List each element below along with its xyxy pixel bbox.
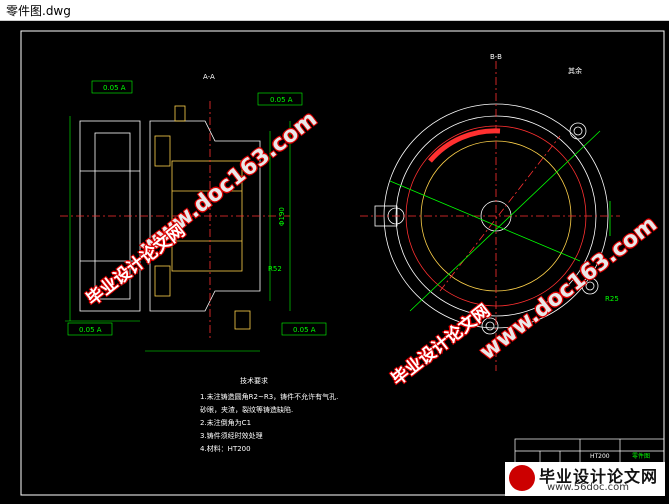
dim-radius-2: R25: [605, 295, 619, 303]
gdt-frame-2: 0.05 A: [270, 96, 293, 104]
requirements-heading: 技术要求: [240, 376, 268, 385]
title-block-material: HT200: [590, 453, 610, 460]
roughness-note: 其余: [568, 66, 582, 75]
gdt-frame-4: 0.05 A: [293, 326, 316, 334]
requirement-line-4: 3.铸件须经时效处理: [200, 431, 263, 440]
footer-logo: 毕业设计论文网 www.56doc.com: [505, 462, 665, 496]
dim-radius: R52: [268, 265, 282, 273]
section-view: [60, 101, 290, 341]
section-label: A-A: [203, 73, 215, 81]
footer-url: www.56doc.com: [547, 482, 630, 493]
requirement-line-5: 4.材料：HT200: [200, 444, 251, 453]
window-title: 零件图.dwg: [6, 4, 71, 18]
tech-requirements: 技术要求 1.未注铸造圆角R2~R3，铸件不允许有气孔. 砂眼，夹渣，裂纹等铸造…: [200, 376, 338, 453]
title-block-part: 零件图: [632, 452, 650, 460]
logo-badge-icon: [509, 465, 535, 491]
window-titlebar: 零件图.dwg: [0, 0, 669, 21]
drawing-frame: [20, 30, 665, 496]
drawing-canvas[interactable]: 0.05 A 0.05 A 0.05 A 0.05 A Φ190 R52 A-A: [0, 21, 669, 500]
gdt-frame-3: 0.05 A: [79, 326, 102, 334]
requirement-line-2: 砂眼，夹渣，裂纹等铸造缺陷.: [200, 405, 293, 414]
requirement-line-3: 2.未注倒角为C1: [200, 418, 251, 427]
circular-view: [360, 61, 620, 371]
section-dims: [65, 80, 327, 352]
cad-drawing: 0.05 A 0.05 A 0.05 A 0.05 A Φ190 R52 A-A: [20, 30, 665, 496]
gdt-frame-1: 0.05 A: [103, 84, 126, 92]
view-label: B-B: [490, 53, 502, 61]
section-dim-text: 0.05 A 0.05 A 0.05 A 0.05 A Φ190 R52: [79, 84, 316, 334]
footer-brand: 毕业设计论文网: [539, 467, 659, 486]
requirement-line-1: 1.未注铸造圆角R2~R3，铸件不允许有气孔.: [200, 392, 338, 401]
dim-diameter: Φ190: [278, 207, 286, 226]
